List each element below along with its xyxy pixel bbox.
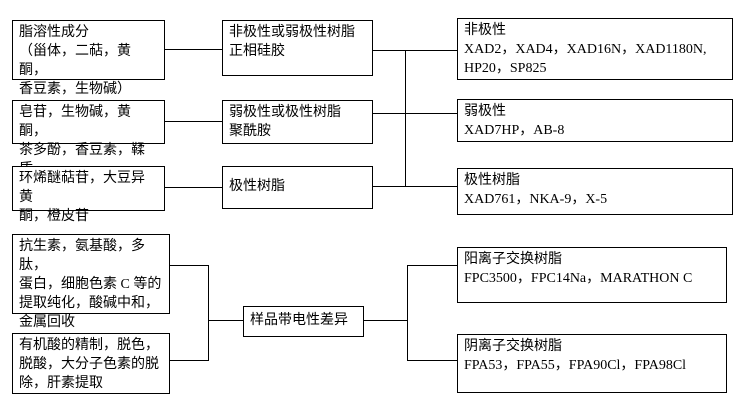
connector-lower-right-trunk xyxy=(407,265,408,361)
connector-upper-trunk xyxy=(405,50,406,187)
node-organic-acid-applications: 有机酸的精制，脱色， 脱酸，大分子色素的脱 除，肝素提取 xyxy=(12,333,170,394)
connector-lipid-to-nonpolar-resin xyxy=(165,49,222,50)
node-weak-or-polar-resin: 弱极性或极性树脂 聚酰胺 xyxy=(222,100,373,144)
node-cation-exchange-resins: 阳离子交换树脂 FPC3500，FPC14Na，MARATHON C xyxy=(457,247,727,303)
connector-iridoid-to-polar-resin xyxy=(165,187,222,188)
connector-organic-acid-to-trunk xyxy=(170,360,208,361)
node-weak-polar-resins: 弱极性 XAD7HP，AB-8 xyxy=(457,99,733,142)
connector-antibiotic-to-trunk xyxy=(170,265,208,266)
node-nonpolar-resins: 非极性 XAD2，XAD4，XAD16N，XAD1180N, HP20，SP82… xyxy=(457,18,733,80)
node-nonpolar-or-weak-resin: 非极性或弱极性树脂 正相硅胶 xyxy=(222,20,373,76)
connector-lower-left-trunk xyxy=(208,265,209,361)
node-sample-charge-difference: 样品带电性差异 xyxy=(243,306,364,337)
connector-charge-difference-to-trunk xyxy=(364,320,407,321)
node-antibiotic-applications: 抗生素，氨基酸，多肽， 蛋白，细胞色素 C 等的 提取纯化，酸碱中和， 金属回收 xyxy=(12,234,170,330)
node-polar-resin: 极性树脂 xyxy=(222,166,373,209)
connector-polar-resin-to-list xyxy=(373,186,457,187)
node-anion-exchange-resins: 阴离子交换树脂 FPA53，FPA55，FPA90Cl，FPA98Cl xyxy=(457,334,727,393)
connector-trunk-to-cation xyxy=(407,265,457,266)
node-lipid-components: 脂溶性成分 （甾体，二萜，黄酮， 香豆素，生物碱） xyxy=(12,20,165,97)
node-polar-resins: 极性树脂 XAD761，NKA-9，X-5 xyxy=(457,168,733,215)
connector-trunk-to-charge-difference xyxy=(208,320,243,321)
connector-weak-resin-to-list xyxy=(373,113,457,114)
connector-trunk-to-anion xyxy=(407,360,457,361)
node-saponin-components: 皂苷，生物碱，黄酮， 茶多酚，香豆素，鞣质 xyxy=(12,100,165,177)
node-iridoid-components: 环烯醚萜苷，大豆异黄 酮，橙皮苷 xyxy=(12,166,165,224)
connector-nonpolar-resin-to-list xyxy=(373,50,457,51)
connector-saponin-to-weak-resin xyxy=(165,121,222,122)
